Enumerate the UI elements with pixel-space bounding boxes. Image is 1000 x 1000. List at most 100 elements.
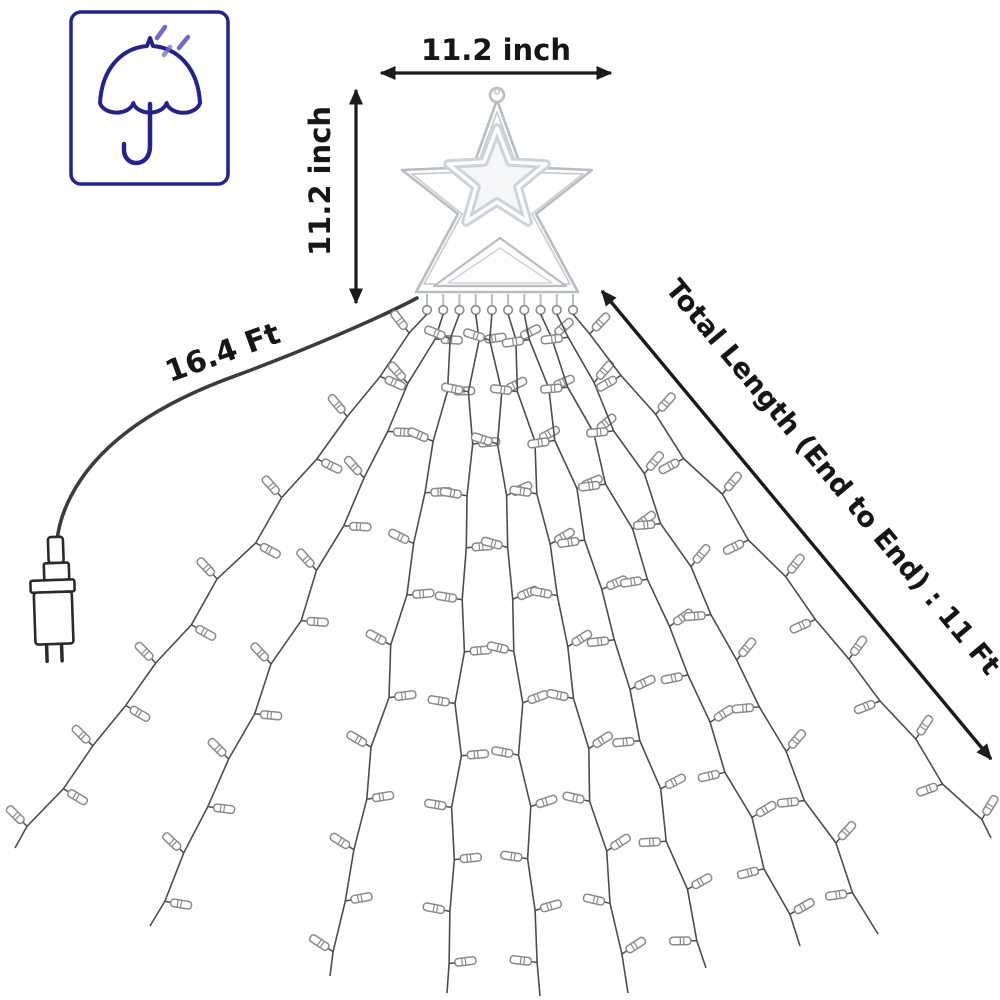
light-bulb — [207, 737, 230, 760]
light-bulb — [589, 312, 611, 335]
light-bulb — [480, 536, 508, 550]
string-drop-socket — [567, 304, 579, 316]
light-bulb — [824, 889, 853, 901]
plug-body — [32, 590, 75, 646]
icon-box — [69, 10, 230, 186]
total-length-dimension: Total Length (End to End) : 11 Ft — [600, 273, 1000, 761]
light-bulb — [629, 674, 656, 691]
light-strings-graphic — [5, 294, 999, 997]
power-cord — [55, 296, 419, 544]
light-bulb — [196, 557, 218, 580]
light-bulb — [422, 902, 451, 915]
light-bulb — [915, 714, 934, 740]
light-bulb — [343, 455, 365, 479]
light-bulb — [491, 746, 519, 758]
light-bulb — [690, 543, 711, 568]
light-bulb — [407, 427, 434, 443]
light-bulb — [722, 539, 749, 555]
light-bulb — [5, 805, 28, 827]
light-bulb — [500, 850, 528, 862]
light-bulb — [562, 791, 590, 804]
light-bulb — [567, 629, 593, 648]
light-bulb — [390, 309, 410, 334]
light-bulb — [731, 703, 760, 714]
light-bulb — [486, 641, 514, 654]
light-bulb — [296, 548, 318, 571]
width-dimension: 11.2 inch — [379, 33, 613, 80]
waterproof-umbrella-icon — [69, 10, 230, 186]
light-bulb — [470, 432, 498, 446]
light-string — [14, 313, 428, 849]
light-bulb — [776, 797, 805, 808]
light-bulb — [751, 800, 777, 819]
raindrop-dashes — [154, 24, 191, 58]
hanging-loop-hole — [493, 88, 501, 95]
light-bulb — [669, 936, 697, 946]
string-drop-socket — [486, 304, 497, 316]
light-bulb — [789, 618, 816, 634]
light-bulb — [489, 384, 518, 395]
light-bulb — [585, 427, 614, 438]
light-bulb — [660, 672, 689, 685]
string-drop-socket — [551, 304, 562, 316]
light-bulb — [316, 458, 343, 474]
light-bulb — [125, 704, 151, 722]
light-bulb — [423, 325, 451, 340]
light-string — [488, 313, 541, 997]
power-cord-graphic — [55, 296, 419, 544]
light-bulb — [556, 536, 585, 548]
light-bulb — [462, 328, 490, 342]
light-bulb — [789, 898, 815, 915]
light-bulb — [736, 866, 765, 880]
light-bulb — [697, 769, 726, 783]
star-base-triangle — [432, 236, 568, 288]
light-bulb — [530, 794, 558, 809]
light-bulb — [461, 749, 490, 760]
string-drop-socket — [535, 304, 546, 316]
light-bulb — [464, 645, 493, 656]
umbrella-canopy — [98, 36, 202, 115]
light-bulb — [441, 382, 469, 395]
umbrella-handle — [121, 101, 153, 166]
plug-connector — [46, 535, 65, 565]
light-bulb — [454, 852, 482, 864]
light-bulb — [509, 485, 537, 497]
light-bulb — [308, 934, 334, 953]
light-bulb — [916, 782, 943, 797]
width-label: 11.2 inch — [421, 33, 571, 67]
light-bulb — [612, 736, 640, 748]
light-string — [523, 313, 707, 969]
light-bulb — [387, 361, 409, 384]
light-bulb — [540, 333, 569, 345]
light-bulb — [427, 695, 456, 707]
string-drop-socket — [454, 304, 465, 316]
string-drop-socket — [519, 304, 530, 316]
string-drop-socket — [503, 304, 514, 316]
light-bulb — [539, 383, 568, 394]
plug-prong — [44, 644, 49, 664]
light-bulb — [366, 790, 395, 803]
light-bulb — [449, 955, 477, 967]
light-bulb — [606, 833, 631, 852]
light-bulb — [439, 487, 468, 499]
light-bulb — [343, 521, 372, 532]
power-plug-graphic — [29, 535, 76, 664]
light-bulb — [721, 471, 743, 495]
light-bulb — [365, 629, 392, 646]
plug-prong — [59, 644, 64, 663]
light-bulb — [162, 832, 185, 854]
light-bulb — [522, 690, 550, 705]
light-bulb — [687, 873, 713, 890]
star-inner-core — [446, 126, 548, 224]
light-bulb — [655, 392, 676, 415]
light-bulb — [848, 635, 868, 660]
light-bulb — [255, 542, 281, 559]
light-bulb — [709, 705, 735, 723]
light-bulb — [345, 892, 373, 904]
light-bulb — [424, 798, 452, 811]
light-bulb — [853, 699, 881, 715]
light-bulb — [254, 710, 283, 721]
string-drop-socket — [438, 304, 449, 316]
